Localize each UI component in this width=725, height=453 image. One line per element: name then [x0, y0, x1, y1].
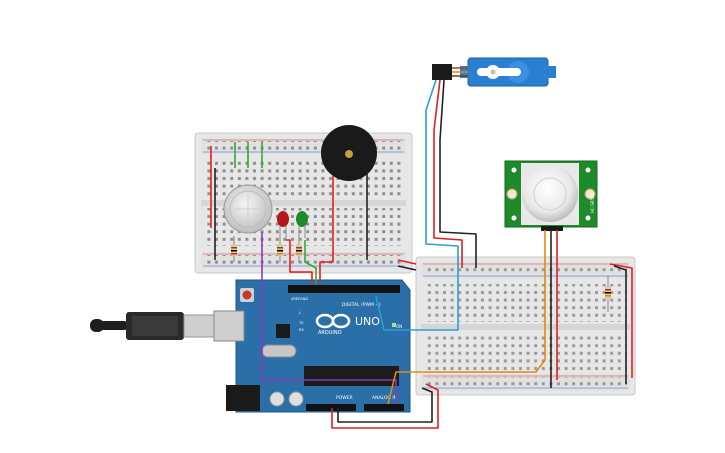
resistor-right[interactable] [605, 276, 611, 312]
wire-blue-servo [375, 79, 459, 331]
wire-red-led-signal [286, 239, 313, 284]
gas-sensor[interactable] [223, 184, 273, 234]
rx-led-label: RX [299, 328, 304, 332]
wire-red-right-rail [609, 263, 633, 378]
usb-cable[interactable] [90, 312, 215, 340]
tx-led-label: TX [298, 321, 304, 325]
aref-label: AREF [291, 297, 300, 301]
wire-green-led-signal [304, 240, 317, 284]
piezo-buzzer[interactable] [321, 125, 377, 181]
servo-motor[interactable] [432, 57, 556, 87]
wire-red-servo [433, 79, 463, 268]
pir-model-label: HC-SR501 [590, 192, 595, 213]
pir-dome [522, 166, 578, 222]
l-led-label: L [299, 311, 301, 315]
power-header-label: POWER [336, 395, 353, 401]
wire-orange-pir [387, 230, 546, 405]
digital-header-label: DIGITAL (PWM ~) [342, 302, 381, 308]
resistor-gas[interactable] [231, 236, 237, 262]
wire-black-bridge [397, 265, 417, 271]
wire-red-bridge [397, 259, 417, 265]
gnd-label: GND [300, 297, 308, 301]
on-led-label: ON [396, 324, 402, 329]
right-breadboard[interactable] [415, 256, 636, 396]
arduino-logo-text: ARDUINO [318, 330, 342, 336]
resistor-green-led[interactable] [296, 238, 302, 262]
wire-red-buzzer [319, 176, 334, 282]
red-led[interactable] [277, 211, 289, 238]
analog-header-label: ANALOG IN [372, 395, 397, 401]
wire-black-servo [439, 79, 477, 268]
arduino-uno-board[interactable]: UNO ARDUINO DIGITAL (PWM ~) POWER ANALOG… [213, 279, 411, 413]
pir-sensor[interactable]: HC-SR501 [504, 160, 598, 231]
wires [210, 79, 633, 429]
wire-black-right-rail [613, 265, 627, 384]
board-model-label: UNO [355, 315, 380, 328]
resistor-red-led[interactable] [277, 238, 283, 262]
wire-purple-gas [261, 232, 397, 404]
reset-button[interactable] [242, 290, 252, 300]
wire-black-power [337, 387, 433, 423]
wire-red-power [331, 383, 439, 429]
green-led[interactable] [296, 211, 308, 238]
